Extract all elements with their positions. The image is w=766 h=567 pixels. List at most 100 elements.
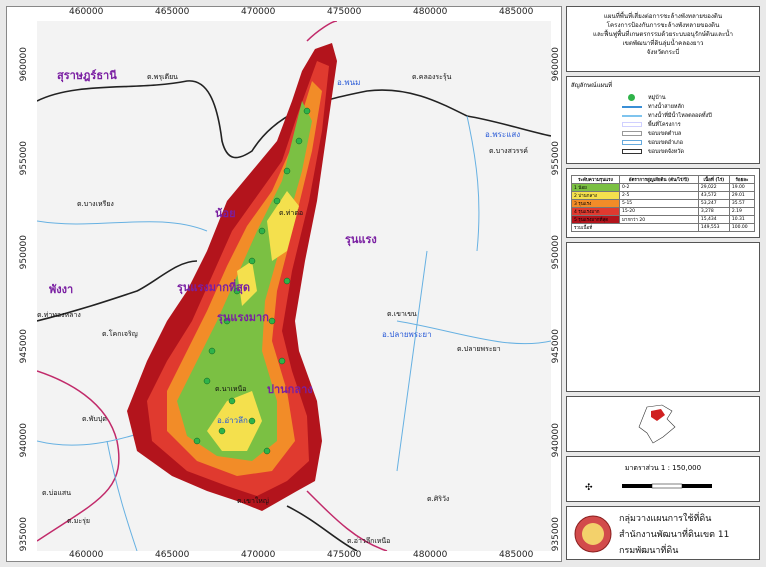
axis-tick-label: 460000 (69, 7, 104, 17)
table-cell: 149,553 (697, 223, 730, 232)
zone-label: รุนแรงมากที่สุด (177, 279, 250, 295)
axis-tick-label: 945000 (19, 329, 29, 364)
axis-tick-label: 460000 (69, 550, 104, 560)
axis-tick-label: 465000 (155, 7, 190, 17)
axis-tick-label: 960000 (551, 47, 561, 82)
axis-tick-label: 475000 (327, 7, 362, 17)
table-cell: 53,247 (697, 199, 730, 208)
legend-swatch (622, 114, 642, 117)
legend-label: ขอบเขตตำบล (648, 130, 682, 137)
table-cell: 35.57 (728, 199, 756, 208)
axis-tick-label: 480000 (413, 550, 448, 560)
district-boundary (106, 115, 480, 551)
zone-label: รุนแรงมาก (217, 311, 269, 325)
legend-item: หมู่บ้าน (622, 93, 759, 102)
map-sidebar: แผนที่พื้นที่เสี่ยงต่อการชะล้างพังทลายขอ… (566, 6, 760, 560)
table-cell: 29.01 (728, 191, 756, 200)
legend-label: ทางน้ำที่มีน้ำไหลตลอดทั้งปี (648, 112, 712, 119)
subdistrict-label: ต.ท่าต่อ (279, 209, 303, 217)
table-header: ร้อยละ (728, 175, 756, 184)
table-cell: 2.19 (728, 207, 756, 216)
province-boundary (37, 80, 551, 159)
scale-label: มาตราส่วน 1 : 150,000 (624, 464, 702, 472)
legend-item: ทางน้ำสายหลัก (622, 102, 759, 111)
table-cell: 19.00 (728, 183, 756, 192)
subdistrict-label: ต.พับปุด (82, 415, 107, 423)
erosion-zone-moderate (237, 261, 257, 306)
subdistrict-label: ต.มะรุ่ย (67, 517, 90, 525)
table-cell: 5-15 (618, 199, 699, 208)
legend-label: ขอบเขตอำเภอ (648, 139, 683, 146)
legend-item: ขอบเขตตำบล (622, 129, 759, 138)
agency-line: กลุ่มวางแผนการใช้ที่ดิน (619, 514, 712, 524)
table-cell: 15,434 (697, 215, 730, 224)
axis-tick-label: 470000 (241, 550, 276, 560)
province-label: พังงา (49, 283, 73, 296)
table-cell: 2 ปานกลาง (571, 191, 620, 200)
table-header: เนื้อที่ (ไร่) (697, 175, 730, 184)
table-cell: 2-5 (618, 191, 699, 200)
table-cell: 4 รุนแรงมาก (571, 207, 620, 216)
subdistrict-label: ต.บางสวรรค์ (489, 147, 528, 155)
table-cell: 100.00 (728, 223, 756, 232)
map-canvas[interactable]: สุราษฎร์ธานี พังงา น้อย รุนแรงมากที่สุด … (37, 21, 551, 551)
agency-line: สำนักงานพัฒนาที่ดินเขต 11 (619, 530, 730, 540)
table-cell: รวมเนื้อที่ (571, 223, 699, 232)
district-label: อ.อ่าวลึก (217, 416, 248, 425)
axis-tick-label: 935000 (551, 517, 561, 552)
zone-label: รุนแรง (345, 233, 377, 247)
scale-box: มาตราส่วน 1 : 150,000 ✣ (566, 456, 760, 502)
legend-item: ทางน้ำที่มีน้ำไหลตลอดทั้งปี (622, 111, 759, 120)
table-cell: 10.31 (728, 215, 756, 224)
erosion-zone-moderate (267, 191, 299, 261)
legend-item: พื้นที่โครงการ (622, 120, 759, 129)
map-title-line: แผนที่พื้นที่เสี่ยงต่อการชะล้างพังทลายขอ… (603, 13, 723, 20)
locator-map (638, 404, 676, 444)
subdistrict-label: ต.คลองระรุ้น (412, 73, 452, 81)
subdistrict-label: ต.พรุเตียน (147, 73, 178, 81)
table-cell: 5 รุนแรงมากที่สุด (571, 215, 620, 224)
village-markers (193, 107, 311, 455)
map-title-line: และฟื้นฟูพื้นที่เกษตรกรรมด้วยระบบอนุรักษ… (592, 31, 733, 38)
subdistrict-label: ต.เขาใหญ่ (237, 496, 269, 505)
legend-swatch (622, 140, 642, 145)
province-boundary (286, 505, 358, 551)
locator-map-box (566, 396, 760, 452)
subdistrict-label: ต.ปลายพระยา (457, 345, 501, 353)
legend-box: สัญลักษณ์แผนที่ หมู่บ้านทางน้ำสายหลักทาง… (566, 76, 760, 164)
subdistrict-label: ต.นาเหนือ (215, 385, 246, 393)
axis-tick-label: 950000 (19, 235, 29, 270)
district-label: อ.พระแสง (485, 130, 520, 139)
map-svg: สุราษฎร์ธานี พังงา น้อย รุนแรงมากที่สุด … (37, 21, 551, 551)
legend-swatch (622, 131, 642, 136)
erosion-table: ระดับความรุนแรงอัตราการสูญเสียดิน (ตัน/ไ… (571, 175, 756, 232)
table-cell: 1 น้อย (571, 183, 620, 192)
axis-tick-label: 480000 (413, 7, 448, 17)
legend-swatch (622, 122, 642, 127)
table-cell: 29,022 (697, 183, 730, 192)
table-header: อัตราการสูญเสียดิน (ตัน/ไร่/ปี) (618, 175, 699, 184)
subdistrict-label: ต.ศิริวัง (427, 495, 449, 503)
legend-label: หมู่บ้าน (648, 94, 666, 101)
erosion-zone-moderate (207, 391, 262, 451)
axis-tick-label: 940000 (551, 423, 561, 458)
district-label: อ.พนม (337, 78, 360, 87)
agency-logo-icon (574, 515, 612, 553)
north-arrow-icon: ✣ (585, 483, 593, 493)
axis-tick-label: 470000 (241, 7, 276, 17)
erosion-table-box: ระดับความรุนแรงอัตราการสูญเสียดิน (ตัน/ไ… (566, 168, 760, 238)
legend-swatch (622, 149, 642, 154)
axis-tick-label: 935000 (19, 517, 29, 552)
subdistrict-label: ต.บางเหรียง (77, 200, 114, 208)
legend-swatch (628, 94, 635, 101)
map-title-line: จังหวัดกระบี่ (646, 49, 680, 56)
legend-title: สัญลักษณ์แผนที่ (571, 82, 613, 89)
province-boundary (37, 260, 198, 322)
axis-tick-label: 475000 (327, 550, 362, 560)
table-cell: 3,278 (697, 207, 730, 216)
table-cell: 15-20 (618, 207, 699, 216)
